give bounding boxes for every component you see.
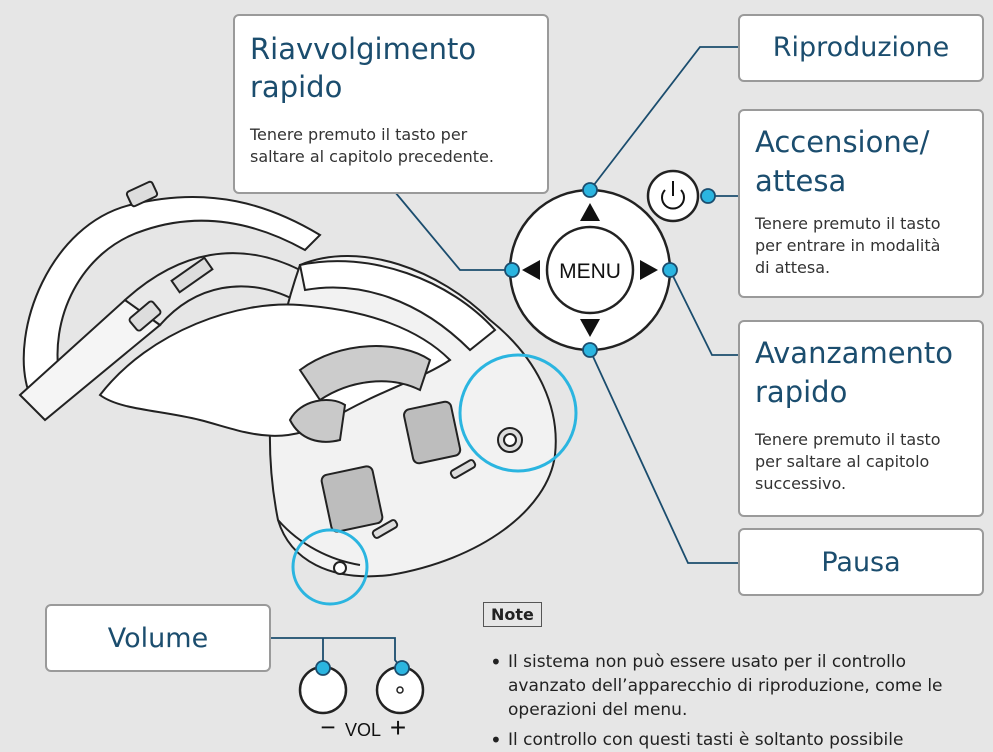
power-icon xyxy=(661,181,685,210)
callout-power-desc: Tenere premuto il tasto per entrare in m… xyxy=(755,214,941,277)
callout-forward-desc: Tenere premuto il tasto per saltare al c… xyxy=(755,430,941,493)
callout-volume: Volume xyxy=(45,604,271,672)
callout-forward: Avanzamento rapido Tenere premuto il tas… xyxy=(738,320,984,517)
vol-label: VOL xyxy=(345,720,381,739)
up-arrow-icon xyxy=(580,203,600,221)
callout-forward-title: Avanzamento rapido xyxy=(755,336,954,409)
headset-illustration xyxy=(18,180,557,578)
callout-pause-title: Pausa xyxy=(821,547,901,578)
callout-rewind: Riavvolgimento rapido Tenere premuto il … xyxy=(233,14,549,194)
connector-dots xyxy=(315,182,716,676)
highlight-circle-controls xyxy=(458,353,578,473)
notes-list: Il sistema non può essere usato per il c… xyxy=(490,650,970,752)
vol-plus-label: + xyxy=(390,712,406,739)
callout-rewind-desc: Tenere premuto il tasto per saltare al c… xyxy=(250,125,494,166)
down-arrow-icon xyxy=(580,319,600,337)
callout-rewind-title: Riavvolgimento rapido xyxy=(250,32,477,104)
menu-button-label: MENU xyxy=(559,260,621,283)
notes-heading: Note xyxy=(483,602,542,627)
callout-play: Riproduzione xyxy=(738,14,984,82)
dpad-controller: MENU xyxy=(508,188,672,352)
callout-volume-title: Volume xyxy=(107,623,209,654)
callout-power: Accensione/ attesa Tenere premuto il tas… xyxy=(738,109,984,298)
power-button xyxy=(646,169,700,223)
note-item: Il sistema non può essere usato per il c… xyxy=(490,650,970,722)
callout-play-title: Riproduzione xyxy=(772,32,950,63)
callout-power-title: Accensione/ attesa xyxy=(755,125,930,198)
left-arrow-icon xyxy=(522,260,540,280)
right-arrow-icon xyxy=(640,260,658,280)
note-item: Il controllo con questi tasti è soltanto… xyxy=(490,728,970,752)
volume-buttons: − VOL + xyxy=(298,665,425,739)
highlight-circle-volume xyxy=(291,528,369,606)
callout-pause: Pausa xyxy=(738,528,984,596)
vol-minus-label: − xyxy=(320,712,335,739)
